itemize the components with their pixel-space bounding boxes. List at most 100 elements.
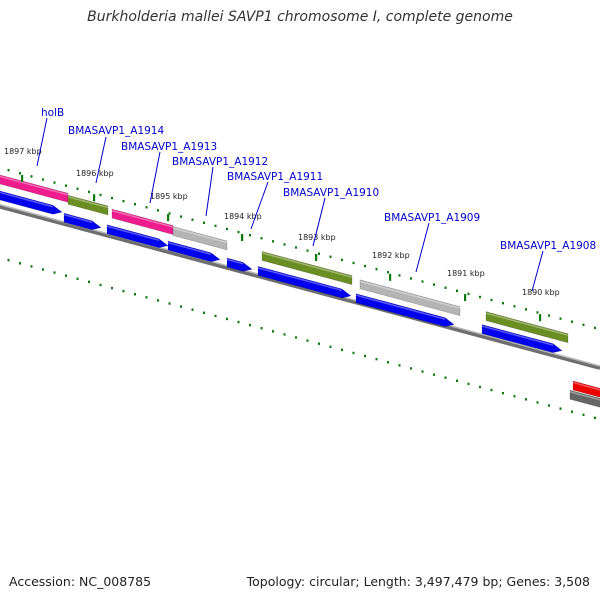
cds-bmasavp1-a1913-highlight — [111, 209, 174, 228]
tick-dot-lower — [525, 398, 527, 401]
tick-dot-lower — [88, 280, 90, 284]
kbp-marker-tick — [21, 174, 24, 182]
cds-bmasavp1-a1909 — [359, 279, 461, 317]
tick-dot-lower — [7, 259, 10, 262]
tick-dot-upper — [582, 323, 585, 327]
tick-dot-upper — [444, 286, 447, 289]
tick-dot-lower — [513, 395, 516, 398]
kbp-marker-label: 1892 kbp — [372, 251, 410, 260]
cds-bmasavp1-a1910 — [261, 251, 353, 286]
kbp-marker-label: 1891 kbp — [447, 269, 485, 278]
tick-ring-upper — [7, 169, 596, 330]
tick-dot-upper — [272, 240, 274, 243]
tick-dot-lower — [19, 262, 21, 265]
gene-label-leader — [415, 222, 430, 273]
kbp-marker-label: 1896 kbp — [76, 169, 114, 178]
gene-bmasavp1-a1909 — [355, 293, 455, 327]
tick-dot-lower — [203, 311, 205, 314]
tick-dot-lower — [398, 364, 401, 367]
gene-label-leader — [205, 166, 214, 217]
tick-dot-lower — [421, 370, 424, 373]
tick-dot-lower — [145, 296, 148, 299]
tick-dot-lower — [65, 274, 67, 277]
gene-holB — [0, 190, 63, 215]
map-title: Burkholderia mallei SAVP1 chromosome I, … — [87, 9, 513, 25]
tick-dot-lower — [134, 293, 136, 296]
tick-dot-upper — [490, 298, 493, 302]
tick-dot-lower — [191, 308, 194, 311]
kbp-marker-label: 1890 kbp — [522, 288, 560, 297]
tick-dot-upper — [548, 314, 550, 317]
chromosome-backbone — [0, 204, 600, 370]
tick-dot-upper — [364, 264, 366, 268]
tick-dot-lower — [582, 413, 585, 417]
gene-label-leader — [250, 181, 269, 230]
tick-dot-upper — [341, 258, 343, 262]
tick-dot-lower — [214, 314, 217, 318]
tick-dot-upper — [7, 169, 10, 172]
tick-dot-upper — [525, 308, 527, 311]
gene-label: holB — [41, 107, 64, 119]
gene-label: BMASAVP1_A1909 — [384, 212, 480, 224]
kbp-marker-tick — [464, 294, 467, 302]
tick-dot-lower — [53, 271, 56, 274]
tick-dot-lower — [490, 388, 493, 392]
tick-dot-upper — [191, 218, 194, 221]
cds-bmasavp1-a1908-highlight — [485, 312, 569, 336]
tick-dot-upper — [456, 289, 458, 292]
cds-darkgray-edge-highlight — [569, 391, 600, 401]
kbp-marker-tick — [93, 194, 96, 202]
tick-dot-upper — [283, 243, 286, 246]
kbp-marker-label: 1894 kbp — [224, 212, 262, 221]
genome-summary-text: Topology: circular; Length: 3,497,479 bp… — [246, 574, 590, 589]
gene-label: BMASAVP1_A1911 — [227, 171, 323, 183]
tick-dot-lower — [111, 286, 113, 290]
tick-dot-lower — [352, 351, 355, 355]
cds-holB-highlight — [0, 175, 69, 196]
tick-dot-lower — [387, 361, 389, 364]
gene-bmasavp1-a1914-highlight — [63, 213, 93, 223]
tick-dot-lower — [30, 265, 33, 268]
tick-dot-upper — [30, 175, 33, 178]
tick-dot-lower — [594, 416, 596, 420]
tick-dot-upper — [122, 199, 125, 203]
tick-dot-upper — [203, 221, 205, 224]
tick-dot-upper — [502, 301, 504, 305]
tick-dot-upper — [513, 305, 516, 308]
tick-dot-upper — [111, 196, 113, 200]
gene-label-leader — [531, 250, 544, 292]
tick-dot-lower — [559, 407, 562, 410]
tick-dot-lower — [502, 391, 504, 395]
cds-bmasavp1-a1912 — [172, 226, 228, 251]
kbp-marker-tick — [315, 253, 318, 261]
tick-dot-upper — [433, 283, 435, 286]
tick-dot-lower — [226, 317, 228, 321]
gene-label: BMASAVP1_A1908 — [500, 240, 596, 252]
accession-text: Accession: NC_008785 — [9, 574, 152, 589]
tick-dot-lower — [433, 373, 435, 376]
kbp-marker-tick — [539, 314, 542, 322]
tick-dot-upper — [329, 255, 332, 258]
gene-labels: holBBMASAVP1_A1914BMASAVP1_A1913BMASAVP1… — [36, 107, 596, 292]
tick-dot-lower — [467, 382, 470, 386]
gene-label: BMASAVP1_A1910 — [283, 187, 379, 199]
tick-dot-upper — [237, 230, 240, 234]
tick-dot-upper — [145, 206, 148, 209]
tick-dot-lower — [306, 339, 309, 342]
gene-bmasavp1-a1912 — [167, 240, 221, 263]
gene-label: BMASAVP1_A1913 — [121, 141, 217, 153]
tick-ring-lower — [7, 259, 596, 420]
cds-bmasavp1-a1912-highlight — [172, 227, 228, 244]
tick-dot-lower — [283, 333, 286, 336]
tick-dot-lower — [249, 323, 251, 327]
tick-dot-upper — [375, 267, 378, 271]
tick-dot-lower — [375, 357, 378, 361]
gene-bmasavp1-a1913 — [106, 224, 169, 249]
gene-bmasavp1-a1908 — [481, 324, 563, 353]
tick-dot-lower — [341, 348, 343, 352]
cds-bmasavp1-a1908 — [485, 311, 569, 344]
tick-dot-lower — [237, 320, 240, 324]
kbp-marker-tick — [167, 214, 170, 222]
